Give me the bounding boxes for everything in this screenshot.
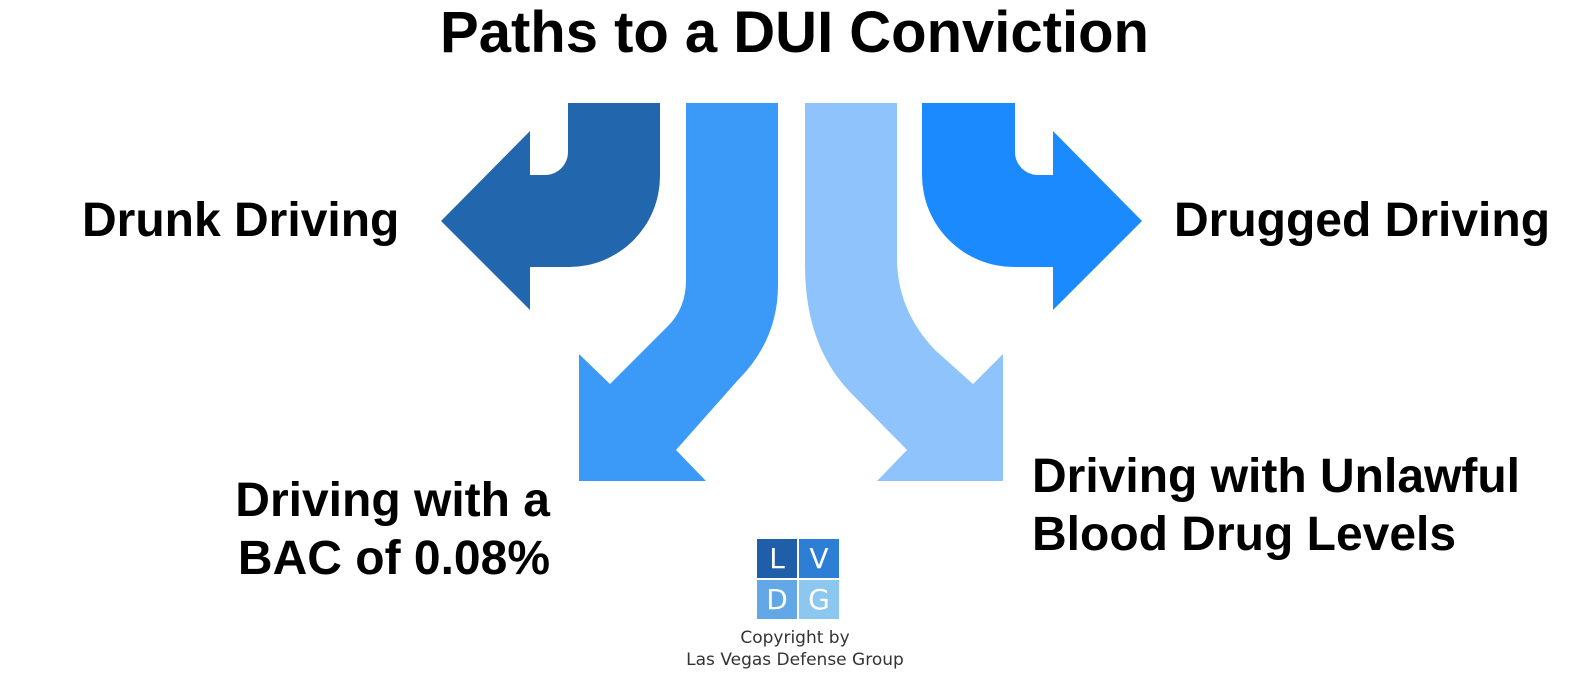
label-blood-line1: Driving with Unlawful: [1032, 450, 1520, 503]
logo-cell-v: V: [799, 539, 839, 578]
label-bac-line2: BAC of 0.08%: [237, 532, 550, 585]
copyright-notice: Copyright by Las Vegas Defense Group: [595, 627, 995, 671]
arrow-drugged-driving: [922, 103, 1142, 310]
arrow-blood-drug-levels: [805, 103, 1003, 481]
lvdg-logo: L V D G: [757, 539, 839, 619]
logo-cell-l: L: [757, 539, 797, 578]
copyright-line1: Copyright by: [740, 628, 850, 648]
label-bac-line1: Driving with a: [235, 474, 550, 527]
label-drugged-driving: Drugged Driving: [1174, 194, 1551, 247]
label-drunk-driving: Drunk Driving: [82, 194, 400, 247]
logo-cell-d: D: [757, 580, 797, 619]
page-title: Paths to a DUI Conviction: [440, 0, 1149, 65]
arrow-bac: [579, 103, 778, 481]
label-blood-line2: Blood Drug Levels: [1032, 508, 1457, 561]
arrow-drunk-driving: [441, 103, 660, 310]
label-blood-drug-levels: Driving with Unlawful Blood Drug Levels: [1032, 448, 1520, 564]
logo-cell-g: G: [799, 580, 839, 619]
copyright-line2: Las Vegas Defense Group: [686, 650, 904, 670]
label-bac: Driving with a BAC of 0.08%: [170, 472, 550, 588]
